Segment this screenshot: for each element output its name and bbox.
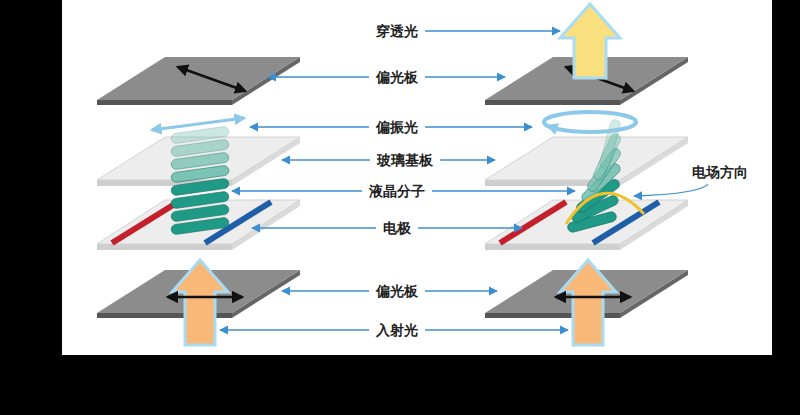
leader-line — [282, 290, 369, 291]
polarizer-axis — [556, 296, 630, 299]
leader-line — [232, 190, 362, 191]
part-label: 偏光板 — [374, 69, 420, 86]
leader-line — [418, 227, 522, 228]
circular-polarized-light — [544, 112, 636, 132]
electric-field-arc — [566, 193, 644, 224]
part-label: 电场方向 — [690, 164, 750, 181]
part-label: 液晶分子 — [367, 183, 427, 200]
leader-line — [425, 30, 560, 31]
leader-line — [282, 159, 370, 160]
leader-line — [425, 329, 568, 330]
leader-line — [425, 76, 505, 77]
polarizer-axis — [178, 67, 245, 91]
incident-light-arrow — [560, 260, 616, 345]
part-label: 穿透光 — [374, 23, 420, 40]
polarizer-axis — [168, 296, 242, 299]
incident-light-arrow — [172, 260, 228, 345]
left-stack — [97, 57, 300, 345]
leader-lines — [220, 31, 708, 330]
leader-line — [250, 126, 369, 127]
liquid-crystal-rods — [171, 126, 230, 235]
part-label: 偏光板 — [374, 283, 420, 300]
leader-line — [634, 184, 708, 196]
leader-line — [440, 159, 495, 160]
leader-line — [425, 126, 532, 127]
liquid-crystal-rods — [567, 119, 623, 234]
leader-line — [425, 290, 497, 291]
part-label: 玻璃基板 — [375, 152, 435, 169]
leader-line — [268, 76, 369, 77]
part-label: 电极 — [381, 220, 413, 237]
part-label: 入射光 — [374, 322, 420, 339]
linear-polarized-light — [152, 118, 244, 130]
transmitted-light-arrow — [560, 4, 620, 78]
part-label: 偏振光 — [374, 119, 420, 136]
leader-line — [432, 190, 575, 191]
leader-line — [252, 227, 376, 228]
white-ground — [62, 0, 772, 355]
leader-line — [220, 329, 369, 330]
right-stack — [485, 4, 688, 345]
